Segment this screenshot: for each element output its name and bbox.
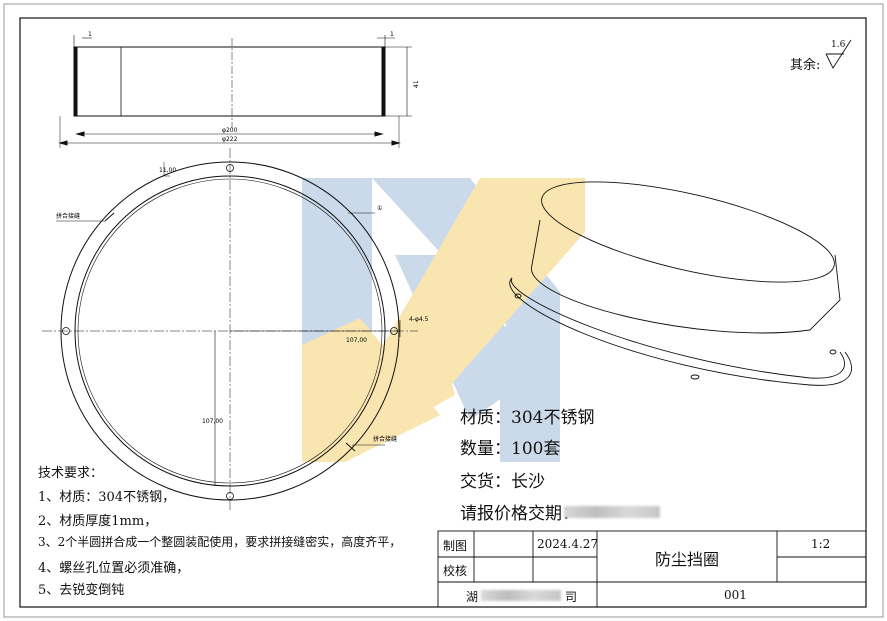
dim-thickness-left: 1 <box>88 31 92 38</box>
requirement-2: 2、材质厚度1mm， <box>38 514 158 529</box>
tb-drawn-label: 制图 <box>443 539 468 553</box>
roughness-prefix: 其余: <box>790 58 821 73</box>
ring-view <box>42 148 418 510</box>
redacted-company <box>481 590 561 601</box>
iso-view <box>509 181 853 386</box>
part-balloon: ① <box>377 205 382 212</box>
dim-holes: 4-φ4.5 <box>409 316 429 323</box>
dim-r107-horizontal: 107,00 <box>346 337 367 344</box>
dim-r107-vertical: 107,00 <box>202 418 223 425</box>
watermark-logo <box>302 178 585 462</box>
hole-top <box>226 164 234 172</box>
info-quote: 请报价格交期： <box>460 504 579 524</box>
dim-r11: 11,00 <box>159 167 176 174</box>
tb-drawing-number: 001 <box>724 588 747 602</box>
tb-date: 2024.4.27 <box>537 537 599 551</box>
dim-d222: φ222 <box>222 136 238 143</box>
roughness-value: 1.6 <box>831 40 846 50</box>
requirement-3: 3、2个半圆拼合成一个整圆装配使用，要求拼接缝密实，高度齐平， <box>38 535 402 549</box>
requirements-title: 技术要求： <box>38 466 104 481</box>
label-seam-left: 拼合接缝 <box>56 212 80 220</box>
tb-part-name: 防尘挡圈 <box>655 550 720 569</box>
hole-bottom <box>226 492 234 500</box>
tb-scale: 1:2 <box>811 537 831 551</box>
info-material: 材质：304不锈钢 <box>460 408 595 428</box>
hole-right <box>390 327 398 335</box>
outer-border <box>3 3 884 618</box>
ring-holes <box>62 164 398 500</box>
dim-height: 41 <box>413 80 420 88</box>
label-seam-right: 拼合接缝 <box>373 435 397 443</box>
tb-checked-label: 校核 <box>443 564 468 578</box>
requirement-4: 4、螺丝孔位置必须准确， <box>38 561 190 576</box>
requirement-1: 1、材质：304不锈钢， <box>38 490 176 505</box>
title-block <box>437 530 867 608</box>
tb-company-prefix: 湖 <box>466 590 479 604</box>
roughness-symbol <box>825 39 852 69</box>
hole-left <box>62 327 70 335</box>
info-quantity: 数量：100套 <box>460 439 561 459</box>
info-delivery: 交货：长沙 <box>460 472 545 492</box>
redacted-quote <box>564 506 660 518</box>
tb-company-suffix: 司 <box>565 590 578 604</box>
requirement-5: 5、去锐变倒钝 <box>38 583 125 598</box>
side-view <box>58 35 412 148</box>
dim-thickness-right: 1 <box>390 31 394 38</box>
dim-d200: φ200 <box>222 127 238 134</box>
